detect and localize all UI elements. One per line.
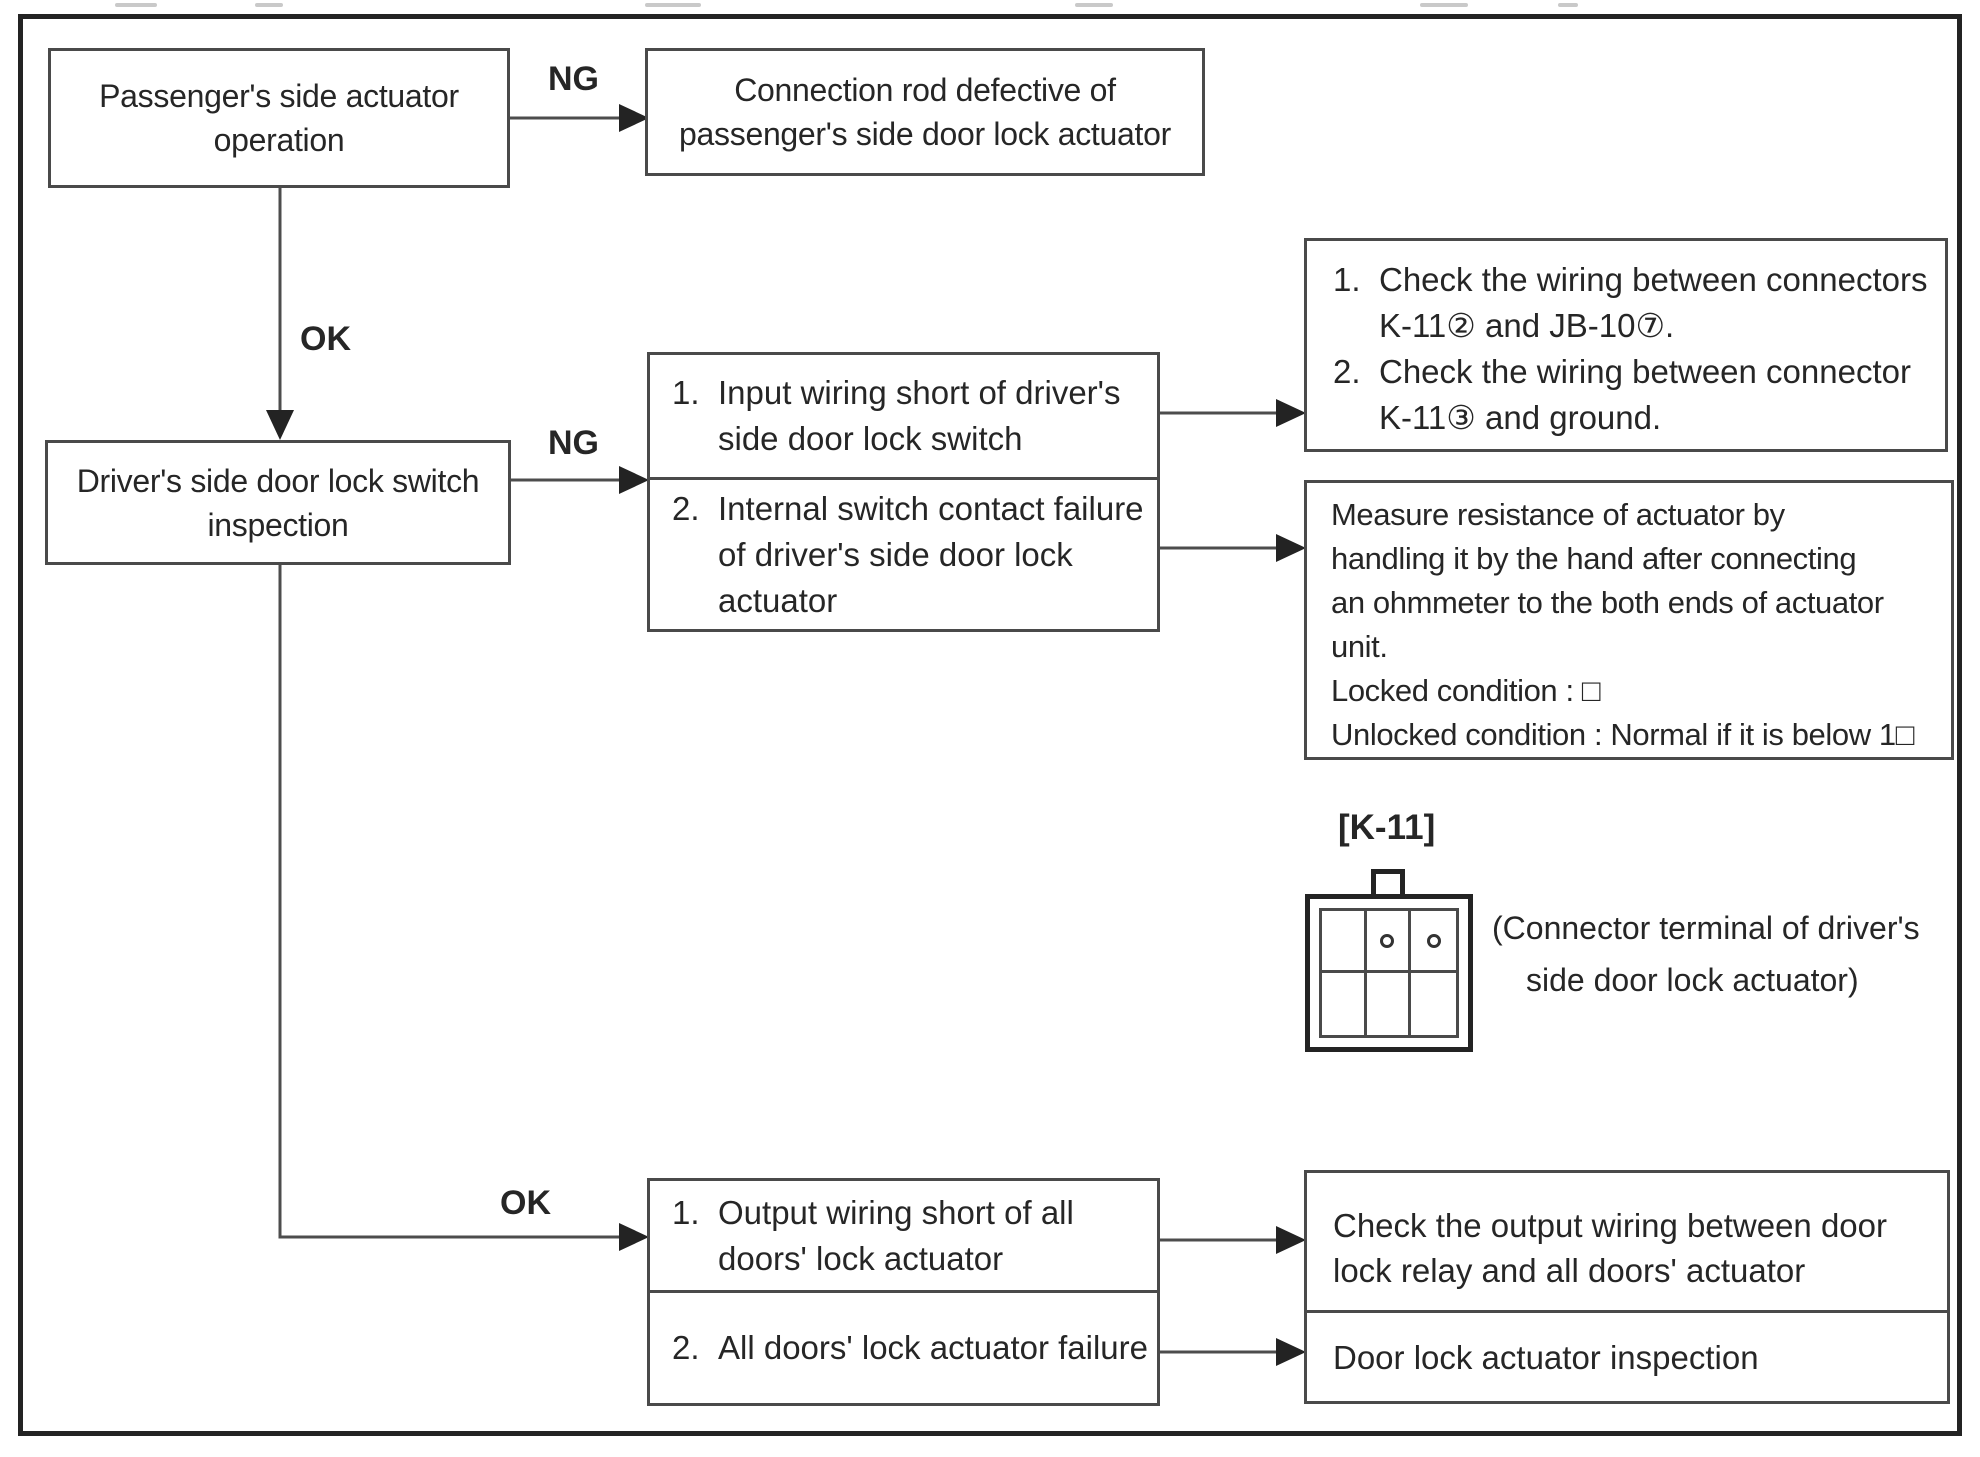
box-text-line: Unlocked condition : Normal if it is bel… (1331, 717, 1915, 752)
item-number: 1. (1333, 261, 1361, 298)
edge-label-ng-1: NG (548, 60, 599, 98)
box-text-line: unit. (1331, 629, 1388, 664)
item-text-line: doors' lock actuator (718, 1239, 1004, 1277)
connector-pin-cell (1322, 973, 1367, 1035)
flow-box-door-lock-actuator-inspection: Door lock actuator inspection (1304, 1310, 1950, 1404)
scan-artifact (645, 3, 701, 7)
outer-frame (18, 14, 1962, 1436)
item-text-line: of driver's side door lock (718, 535, 1073, 573)
box-text-line: passenger's side door lock actuator (679, 116, 1171, 152)
ng-cause-1-cell: 1. Input wiring short of driver's side d… (650, 355, 1157, 480)
scan-artifact (115, 3, 157, 7)
item-text-line: actuator (718, 581, 838, 619)
connector-tab (1371, 869, 1405, 897)
box-text-line: Measure resistance of actuator by (1331, 497, 1785, 532)
box-text-line: Locked condition : □ (1331, 673, 1601, 708)
item-number: 1. (672, 374, 700, 411)
flow-box-ok-cause-list: 1. Output wiring short of all doors' loc… (647, 1178, 1160, 1406)
scan-artifact (1075, 3, 1113, 7)
caption-line: (Connector terminal of driver's (1492, 910, 1920, 946)
caption-line: side door lock actuator) (1526, 962, 1859, 998)
item-number: 2. (672, 1329, 700, 1366)
pin-circle (1426, 933, 1441, 948)
flow-box-connection-rod-defective: Connection rod defective of passenger's … (645, 48, 1205, 176)
ok-cause-1-cell: 1. Output wiring short of all doors' loc… (650, 1181, 1157, 1293)
connector-terminal-drawing (1305, 894, 1473, 1052)
box-text-line: lock relay and all doors' actuator (1333, 1252, 1806, 1289)
edge-label-ng-2: NG (548, 424, 599, 462)
item-number: 2. (672, 489, 700, 527)
item-text-line: K-11② and JB-10⑦. (1379, 307, 1675, 344)
connector-pin-cell (1411, 973, 1456, 1035)
box-text-line: Check the output wiring between door (1333, 1207, 1888, 1244)
box-text-line: an ohmmeter to the both ends of actuator (1331, 585, 1884, 620)
connector-caption: (Connector terminal of driver's side doo… (1492, 902, 1920, 1006)
box-text-line: operation (213, 122, 345, 158)
edge-label-ok-1: OK (300, 320, 351, 358)
connector-name-label: [K-11] (1338, 808, 1436, 847)
item-number: 1. (672, 1193, 700, 1231)
box-text-line: Door lock actuator inspection (1333, 1338, 1759, 1376)
flow-box-driver-switch-inspection: Driver's side door lock switch inspectio… (45, 440, 511, 565)
flow-box-output-wiring-check: Check the output wiring between door loc… (1304, 1170, 1950, 1326)
item-text-line: All doors' lock actuator failure (718, 1329, 1148, 1366)
box-text-line: Passenger's side actuator (99, 78, 459, 114)
item-text-line: Check the wiring between connector (1379, 353, 1911, 390)
ng-cause-2-cell: 2. Internal switch contact failure of dr… (650, 480, 1157, 629)
flow-box-passenger-actuator-operation: Passenger's side actuator operation (48, 48, 510, 188)
item-text-line: Internal switch contact failure (718, 489, 1144, 527)
box-text-line: Driver's side door lock switch (76, 462, 480, 499)
item-text-line: Output wiring short of all (718, 1193, 1074, 1231)
box-text-line: handling it by the hand after connecting (1331, 541, 1857, 576)
flow-box-measure-resistance: Measure resistance of actuator by handli… (1304, 480, 1954, 760)
connector-pin-cell (1366, 911, 1412, 973)
item-text-line: K-11③ and ground. (1379, 399, 1662, 436)
scan-artifact (1558, 3, 1578, 7)
connector-pin-grid (1319, 908, 1459, 1038)
item-text-line: Check the wiring between connectors (1379, 261, 1928, 298)
connector-pin-cell (1367, 973, 1412, 1035)
scan-artifact (1420, 3, 1468, 7)
connector-pin-cell (1411, 911, 1456, 973)
item-text-line: Input wiring short of driver's (718, 374, 1121, 411)
edge-label-ok-2: OK (500, 1184, 551, 1222)
ok-cause-2-cell: 2. All doors' lock actuator failure (650, 1293, 1157, 1403)
scan-artifact (255, 3, 283, 7)
item-number: 2. (1333, 353, 1361, 390)
box-text-line: inspection (207, 506, 349, 543)
flow-box-ng-cause-list: 1. Input wiring short of driver's side d… (647, 352, 1160, 632)
pin-circle (1380, 933, 1395, 948)
item-text-line: side door lock switch (718, 420, 1023, 457)
flow-box-wiring-check-list: 1. Check the wiring between connectors K… (1304, 238, 1948, 452)
box-text-line: Connection rod defective of (734, 72, 1116, 108)
connector-pin-cell (1322, 911, 1367, 973)
